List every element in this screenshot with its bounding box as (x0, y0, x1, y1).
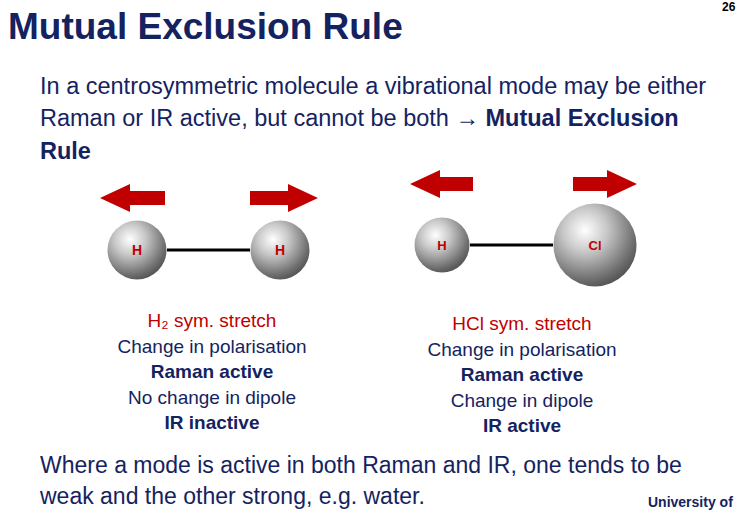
activity-result: IR inactive (62, 412, 362, 435)
atom-label-box: Cl (553, 203, 637, 287)
activity-result: IR active (372, 415, 672, 438)
atom-circle (251, 221, 310, 280)
atom-sphere: H (414, 217, 470, 273)
body-paragraph: In a centrosymmetric molecule a vibratio… (40, 70, 712, 167)
institution-name: University of (648, 494, 733, 510)
atom-label-box: H (107, 220, 167, 280)
atom-circle (415, 218, 470, 273)
atom-symbol: H (437, 238, 446, 253)
motion-arrow (250, 184, 318, 212)
atom-circle (108, 221, 167, 280)
atom-label-box: H (250, 220, 310, 280)
chemical-bond (470, 244, 553, 247)
page-number: 26 (722, 0, 735, 14)
atom-sphere: Cl (553, 203, 637, 287)
caption-line: Change in polarisation (372, 339, 672, 362)
atom-sphere: H (107, 220, 167, 280)
atom-circle (554, 204, 637, 287)
caption-line: Change in dipole (372, 390, 672, 413)
atom-symbol: H (275, 242, 285, 258)
motion-arrow (410, 170, 473, 198)
chemical-bond (167, 249, 250, 252)
activity-result: Raman active (62, 361, 362, 384)
atom-sphere: H (250, 220, 310, 280)
note-text: Where a mode is active in both Raman and… (40, 450, 720, 510)
motion-arrow (100, 184, 165, 212)
motion-arrow (573, 170, 637, 198)
atom-symbol: Cl (589, 238, 602, 253)
caption-line: Change in polarisation (62, 336, 362, 359)
caption-line: No change in dipole (62, 387, 362, 410)
activity-result: Raman active (372, 364, 672, 387)
mode-heading: H₂ sym. stretch (62, 310, 362, 333)
atom-label-box: H (414, 217, 470, 273)
mode-heading: HCl sym. stretch (372, 313, 672, 336)
atom-symbol: H (132, 242, 142, 258)
slide-title: Mutual Exclusion Rule (8, 6, 403, 48)
